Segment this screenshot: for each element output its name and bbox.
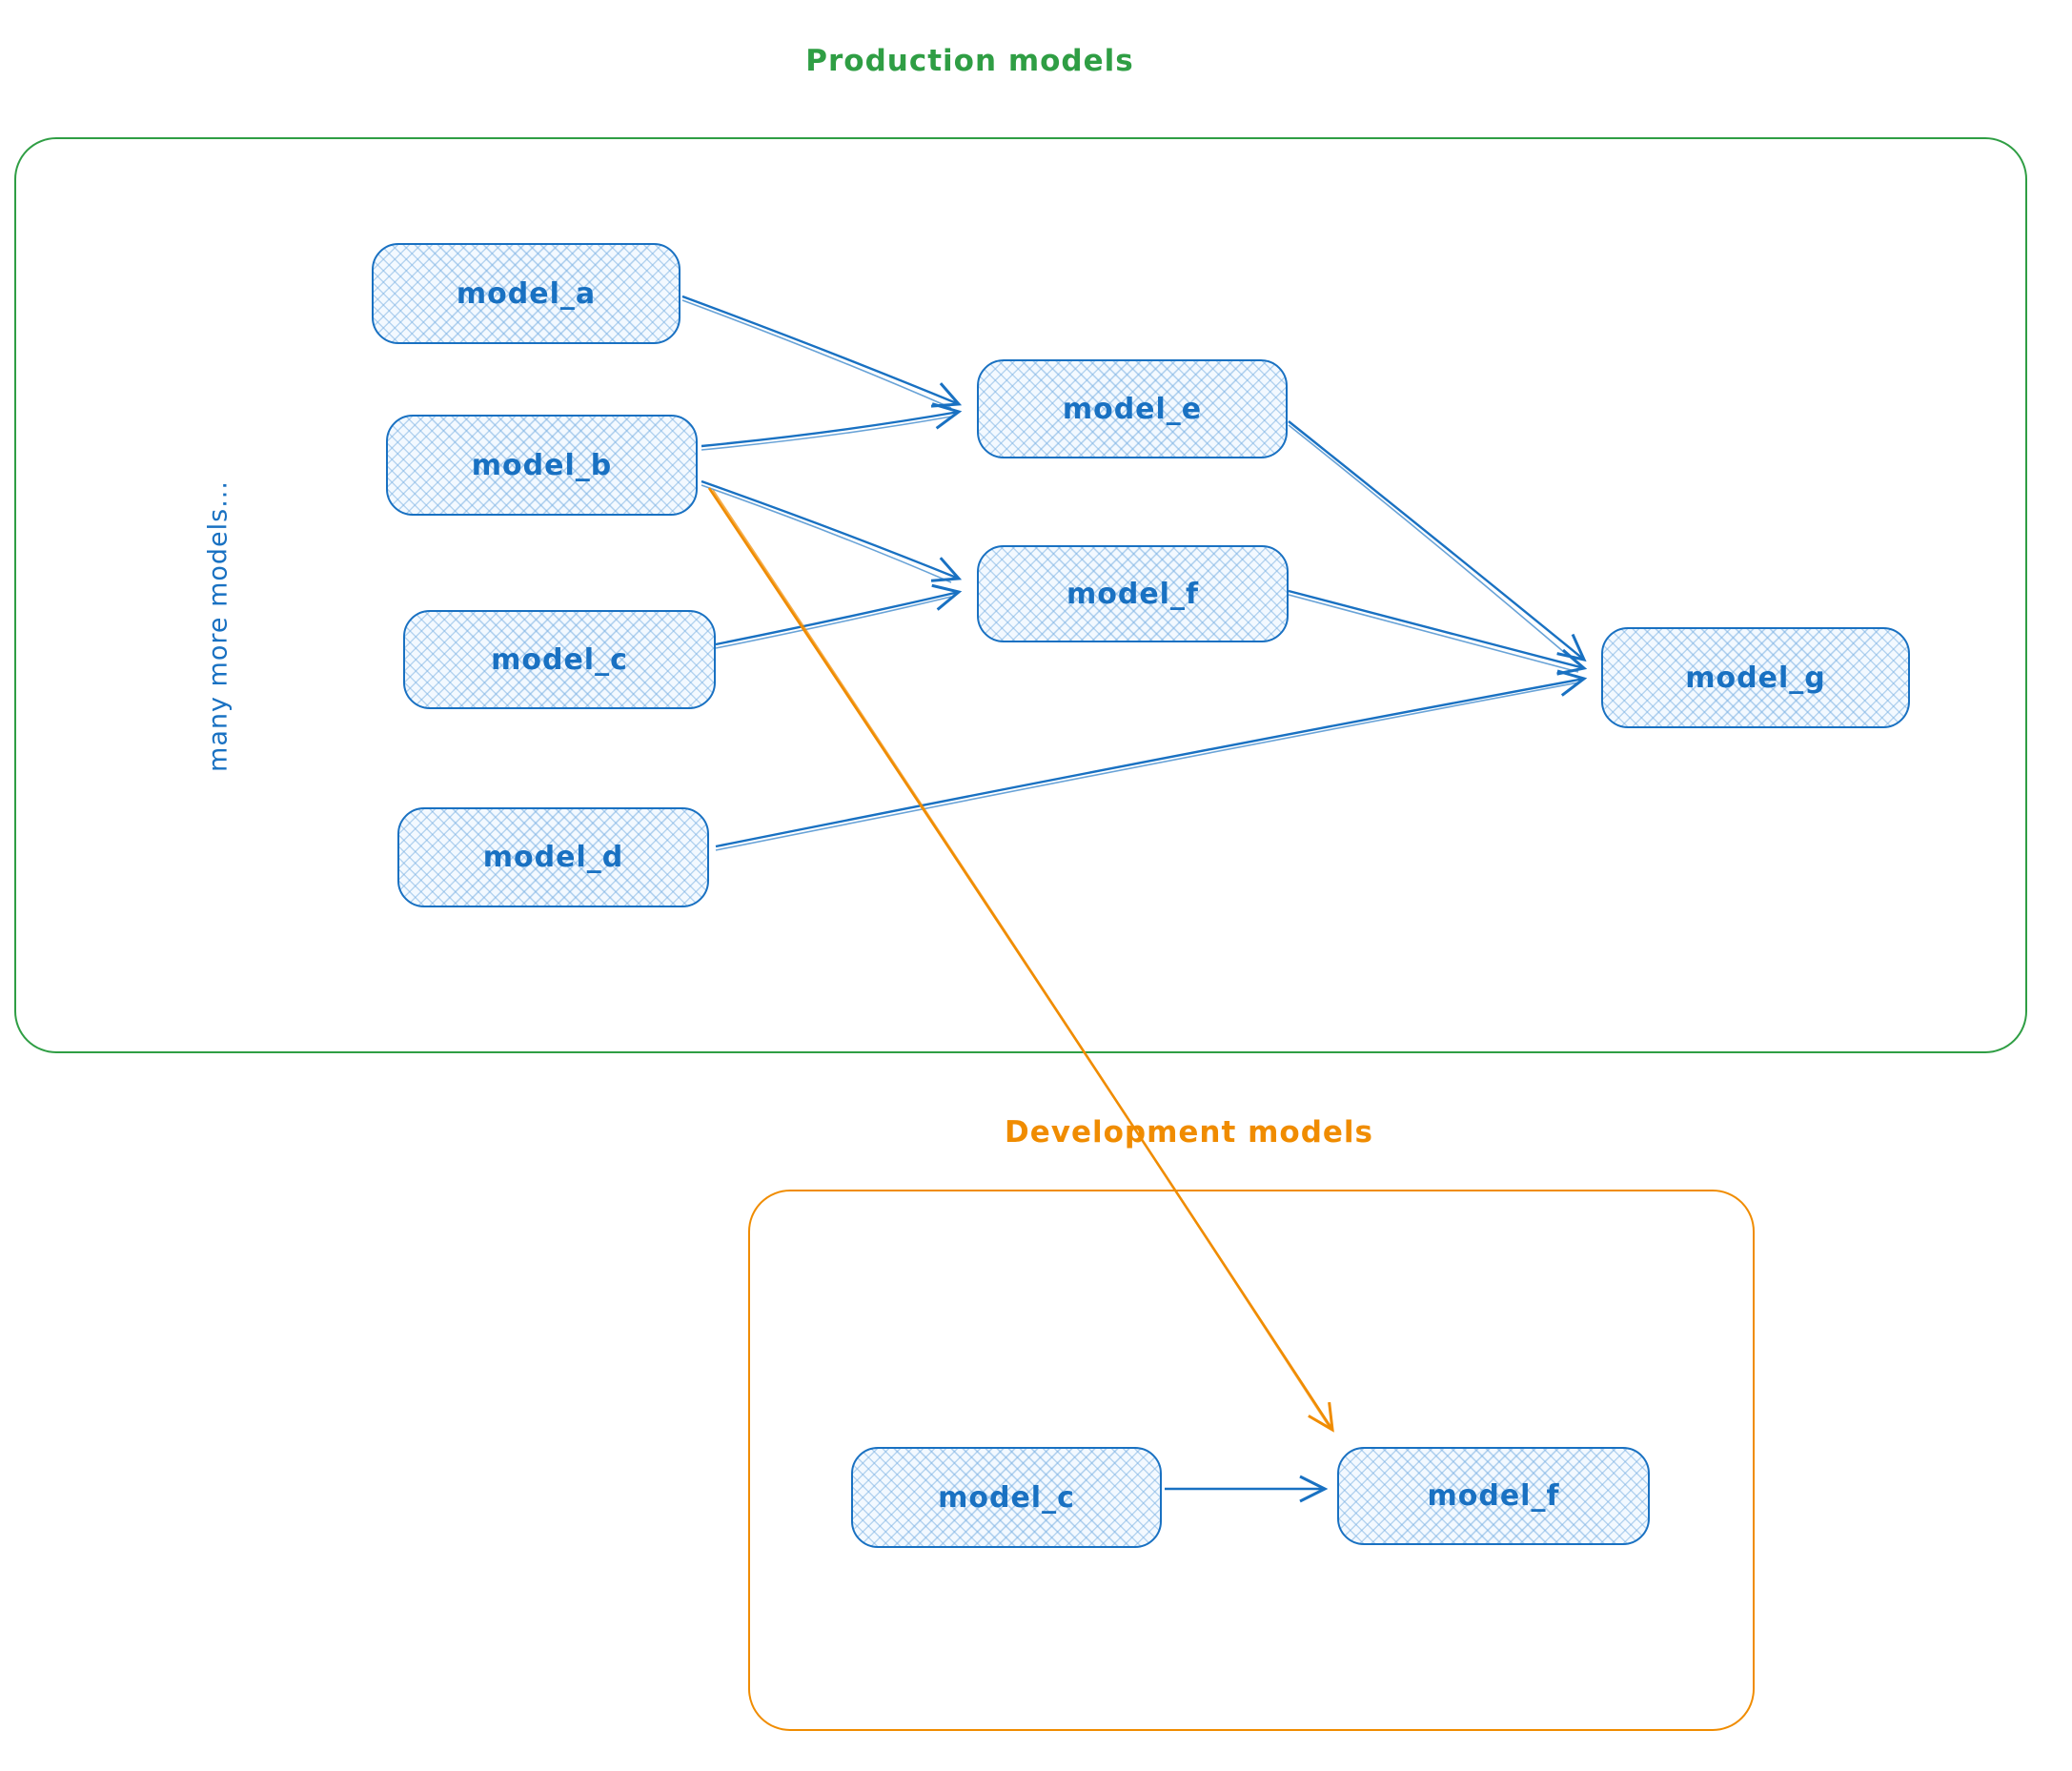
- node-model-f-label: model_f: [1066, 577, 1200, 611]
- node-model-a-label: model_a: [456, 276, 597, 311]
- node-model-g: model_g: [1601, 627, 1910, 728]
- node-model-g-label: model_g: [1685, 661, 1826, 695]
- node-model-e: model_e: [977, 359, 1288, 458]
- node-dev-model-f-label: model_f: [1427, 1479, 1560, 1513]
- development-group-title: Development models: [1004, 1115, 1373, 1150]
- node-model-f: model_f: [977, 545, 1289, 642]
- node-model-d: model_d: [397, 807, 709, 907]
- many-more-models-note: many more models...: [203, 480, 234, 772]
- node-dev-model-c-label: model_c: [938, 1480, 1075, 1515]
- node-model-b-label: model_b: [471, 448, 613, 482]
- node-model-c: model_c: [403, 610, 716, 709]
- node-model-b: model_b: [386, 415, 698, 516]
- node-model-a: model_a: [372, 243, 681, 344]
- node-model-e-label: model_e: [1062, 392, 1203, 426]
- node-model-c-label: model_c: [491, 642, 628, 677]
- production-group-title: Production models: [805, 44, 1134, 78]
- node-model-d-label: model_d: [482, 841, 624, 874]
- node-dev-model-c: model_c: [851, 1447, 1162, 1548]
- node-dev-model-f: model_f: [1337, 1447, 1650, 1545]
